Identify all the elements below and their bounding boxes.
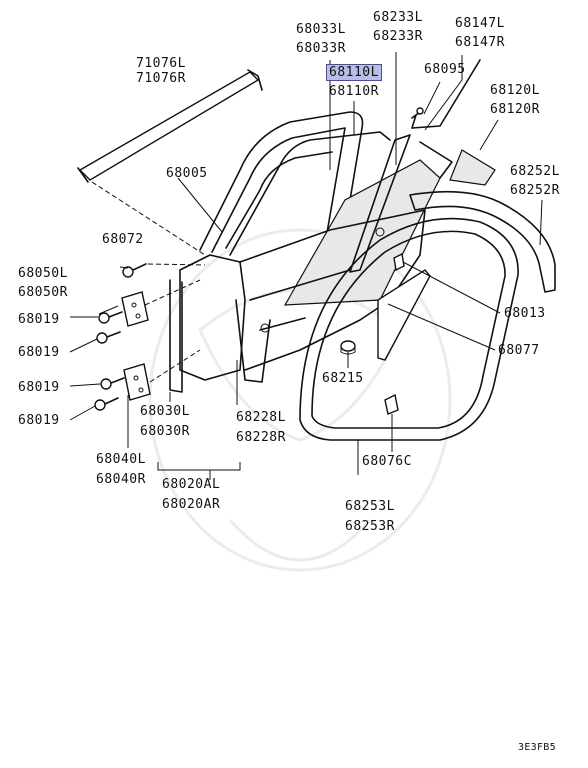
bolt-68019-1[interactable]	[98, 311, 123, 324]
label-68228[interactable]: 68228L 68228R	[236, 410, 286, 445]
seal-strip-68077[interactable]	[377, 269, 431, 361]
door-trim-68228[interactable]	[235, 299, 271, 383]
label-68076c[interactable]: 68076C	[362, 454, 412, 469]
label-68120[interactable]: 68120L 68120R	[490, 83, 540, 117]
label-68019-c[interactable]: 68019	[18, 380, 60, 395]
door-glass-68110[interactable]	[283, 159, 441, 306]
label-68147[interactable]: 68147L 68147R	[455, 16, 505, 50]
label-68215[interactable]: 68215	[322, 371, 364, 386]
label-68050[interactable]: 68050L 68050R	[18, 266, 68, 300]
bolt-68019-3[interactable]	[100, 377, 125, 390]
label-68110[interactable]: 68110L 68110R	[326, 64, 382, 99]
bolt-68019-2[interactable]	[96, 331, 121, 344]
label-68019-a[interactable]: 68019	[18, 312, 60, 327]
label-68040[interactable]: 68040L 68040R	[96, 452, 146, 487]
label-68019-b[interactable]: 68019	[18, 345, 60, 360]
label-68252[interactable]: 68252L 68252R	[510, 164, 560, 198]
label-68013[interactable]: 68013	[504, 306, 546, 321]
bolt-68072[interactable]	[122, 263, 147, 278]
hinge-upper-68050[interactable]	[121, 291, 149, 327]
clip-68013[interactable]	[393, 252, 405, 272]
label-68233[interactable]: 68233L 68233R	[373, 10, 423, 44]
belt-moulding-71076[interactable]	[77, 69, 263, 183]
screw-68095[interactable]	[411, 107, 424, 129]
leader-lines	[69, 52, 543, 480]
label-68253[interactable]: 68253L 68253R	[345, 499, 395, 534]
label-68077[interactable]: 68077	[498, 343, 540, 358]
frame-68030[interactable]	[169, 279, 183, 393]
label-68110-highlighted[interactable]: 68110L	[326, 64, 382, 81]
bolt-68019-4[interactable]	[94, 397, 119, 411]
label-71076[interactable]: 71076L 71076R	[136, 56, 186, 86]
label-68020[interactable]: 68020AL 68020AR	[162, 477, 221, 512]
glass-run-68033[interactable]	[229, 131, 391, 256]
division-bar-68233[interactable]	[349, 134, 411, 273]
label-68005[interactable]: 68005	[166, 166, 208, 181]
opening-weatherstrip-68253[interactable]	[299, 217, 519, 441]
label-68030[interactable]: 68030L 68030R	[140, 404, 190, 439]
bracket-68076c[interactable]	[384, 393, 399, 415]
label-68072[interactable]: 68072	[102, 232, 144, 247]
label-68019-d[interactable]: 68019	[18, 413, 60, 428]
watermark-logo	[148, 228, 452, 572]
hinge-lower-68040[interactable]	[123, 363, 151, 401]
quarter-glass-68120[interactable]	[449, 149, 496, 186]
quarter-run-68147[interactable]	[411, 59, 481, 179]
diagram-code: 3E3FB5	[518, 742, 556, 753]
door-sash-68005[interactable]	[199, 111, 364, 263]
label-68095[interactable]: 68095	[424, 62, 466, 77]
weatherstrip-68252[interactable]	[409, 190, 556, 293]
leader-71076-dash	[91, 181, 206, 256]
label-68033[interactable]: 68033L 68033R	[296, 22, 346, 56]
